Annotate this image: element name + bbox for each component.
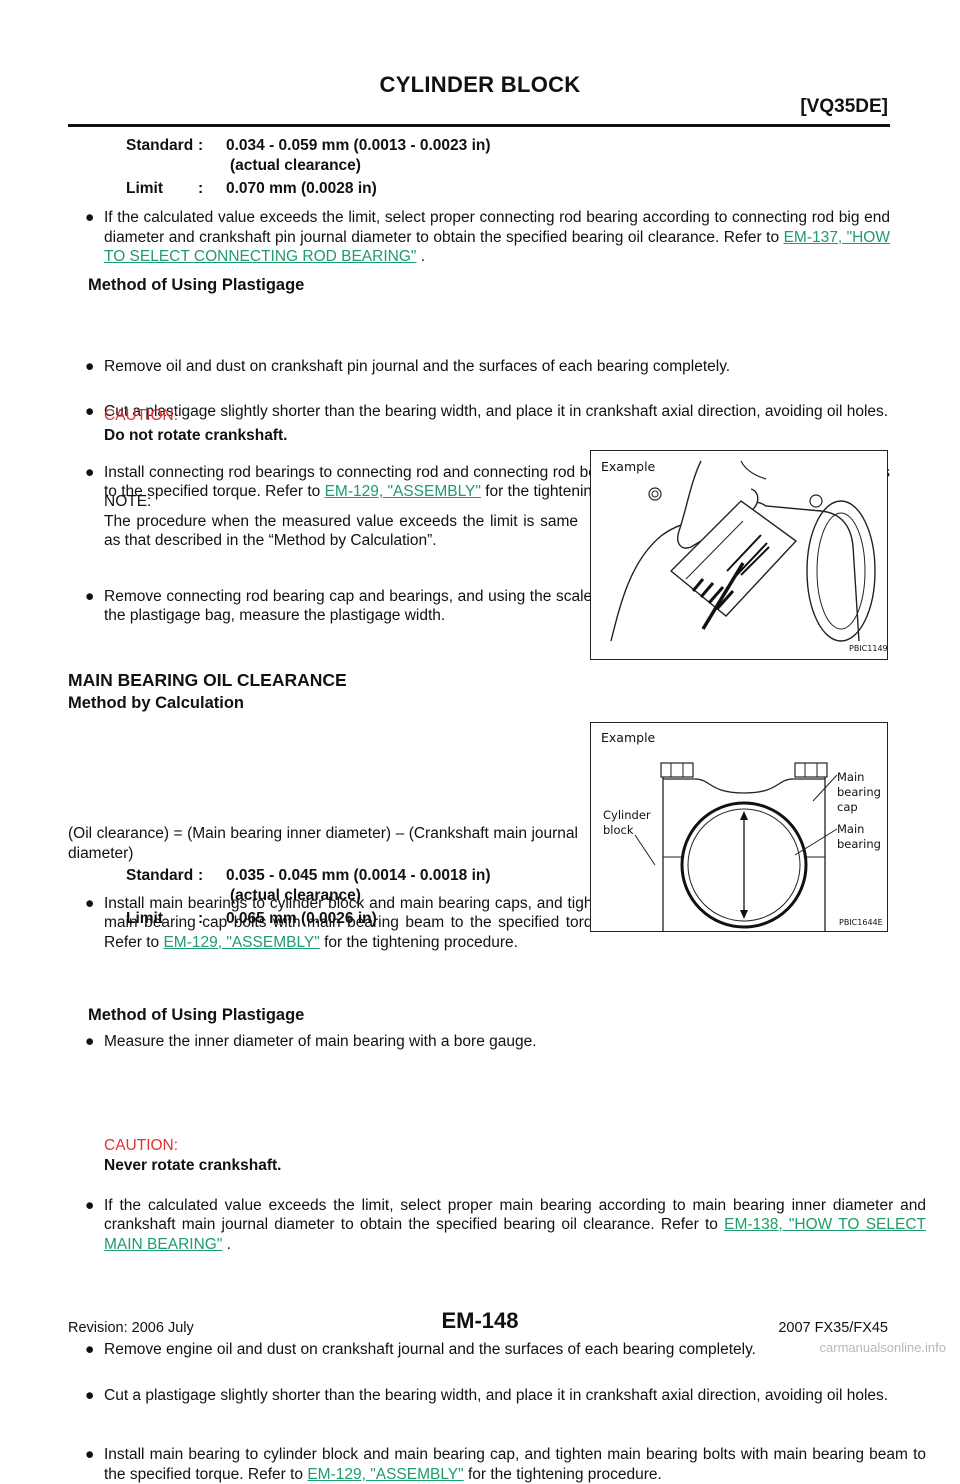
bullet-icon: ●: [85, 1341, 95, 1358]
section-heading: Method of Using Plastigage: [88, 276, 305, 294]
list-item: ● Remove oil and dust on crankshaft pin …: [85, 357, 731, 375]
list-item: ● If the calculated value exceeds the li…: [85, 209, 890, 266]
model-year-label: 2007 FX35/FX45: [778, 1320, 888, 1336]
label-main-bearing: Main bearing: [837, 822, 881, 851]
list-item: ● Install main bearings to cylinder bloc…: [85, 894, 614, 951]
spec-standard-note: (actual clearance): [230, 157, 361, 174]
figure-label: Example: [601, 730, 656, 745]
caution-block: CAUTION: Never rotate crankshaft.: [104, 1136, 281, 1175]
spec-table-main-bearing: Standard:0.035 - 0.045 mm (0.0014 - 0.00…: [126, 867, 491, 927]
figure-plastigage-measurement: Example PBIC1149E: [590, 450, 888, 660]
spec-standard-key: Standard: [126, 137, 194, 154]
bullet-icon: ●: [85, 1386, 95, 1404]
note-label: NOTE:: [104, 493, 152, 510]
subsection-heading: Method by Calculation: [68, 694, 245, 712]
engine-model-label: [VQ35DE]: [800, 96, 888, 117]
revision-label: Revision: 2006 July: [68, 1320, 194, 1336]
link-conrod-bearing-selection[interactable]: EM-137, "HOW TO SELECT CONNECTING ROD BE…: [104, 228, 890, 266]
caution-text: Never rotate crankshaft.: [104, 1156, 282, 1174]
link-main-bearing-selection[interactable]: EM-138, "HOW TO SELECT MAIN BEARING": [104, 1216, 926, 1253]
link-assembly[interactable]: EM-129, "ASSEMBLY": [324, 483, 481, 500]
link-assembly[interactable]: EM-129, "ASSEMBLY": [163, 933, 320, 951]
main-bearing-illustration: Example Cylinder block Main bearing: [601, 730, 885, 931]
list-item: ● Cut a plastigage slightly shorter than…: [85, 1386, 889, 1404]
spec-limit-key: Limit: [126, 910, 164, 927]
figure-code: PBIC1149E: [849, 644, 887, 653]
bullet-icon: ●: [85, 209, 95, 226]
caution-text: Do not rotate crankshaft.: [104, 426, 288, 444]
plastigage-illustration: Example PBIC1149E: [601, 459, 887, 653]
list-item: ● Remove connecting rod bearing cap and …: [85, 587, 614, 625]
bullet-icon: ●: [85, 894, 95, 912]
list-item: ● If the calculated value exceeds the li…: [85, 1196, 926, 1253]
list-item: ● Cut a plastigage slightly shorter than…: [85, 403, 889, 420]
page-title: CYLINDER BLOCK: [379, 72, 581, 97]
label-cylinder-block: Cylinder block: [603, 808, 654, 837]
bullet-icon: ●: [85, 1446, 95, 1463]
bullet-icon: ●: [85, 403, 95, 420]
list-item: ● Measure the inner diameter of main bea…: [85, 1033, 537, 1050]
page-number: EM-148: [441, 1308, 519, 1333]
spec-standard-value: 0.035 - 0.045 mm (0.0014 - 0.0018 in): [226, 867, 491, 884]
spec-standard-key: Standard: [126, 867, 194, 884]
note-text: The procedure when the measured value ex…: [104, 512, 578, 550]
list-item: ● Remove engine oil and dust on cranksha…: [85, 1341, 756, 1358]
spec-limit-key: Limit: [126, 180, 164, 197]
spec-limit-value: 0.070 mm (0.0028 in): [226, 180, 377, 197]
caution-block: CAUTION: Do not rotate crankshaft.: [104, 406, 287, 445]
bullet-icon: ●: [85, 463, 95, 481]
list-item: ● Install main bearing to cylinder block…: [85, 1446, 926, 1483]
section-heading-main-bearing: MAIN BEARING OIL CLEARANCE: [68, 670, 347, 690]
spec-standard-note: (actual clearance): [230, 887, 361, 904]
bullet-icon: ●: [85, 357, 95, 375]
bullet-icon: ●: [85, 587, 95, 605]
note-block: NOTE: The procedure when the measured va…: [104, 492, 578, 551]
link-assembly[interactable]: EM-129, "ASSEMBLY": [307, 1465, 464, 1483]
bullet-icon: ●: [85, 1033, 95, 1050]
section-heading: Method of Using Plastigage: [88, 1006, 305, 1024]
figure-label: Example: [601, 459, 656, 474]
figure-main-bearing: Example Cylinder block Main bearing: [590, 722, 888, 932]
watermark: carmanualsonline.info: [819, 1340, 946, 1355]
bullet-icon: ●: [85, 1196, 95, 1214]
header-rule: [68, 124, 890, 127]
oil-clearance-formula: (Oil clearance) = (Main bearing inner di…: [68, 825, 578, 862]
spec-table-conrod: Standard:0.034 - 0.059 mm (0.0013 - 0.00…: [126, 137, 491, 197]
figure-code: PBIC1644E: [839, 918, 883, 927]
caution-label: CAUTION:: [104, 407, 179, 424]
spec-limit-value: 0.065 mm (0.0026 in): [226, 910, 377, 927]
spec-standard-value: 0.034 - 0.059 mm (0.0013 - 0.0023 in): [226, 137, 491, 154]
label-main-bearing-cap: Main bearing cap: [837, 770, 885, 814]
caution-label: CAUTION:: [104, 1137, 179, 1154]
